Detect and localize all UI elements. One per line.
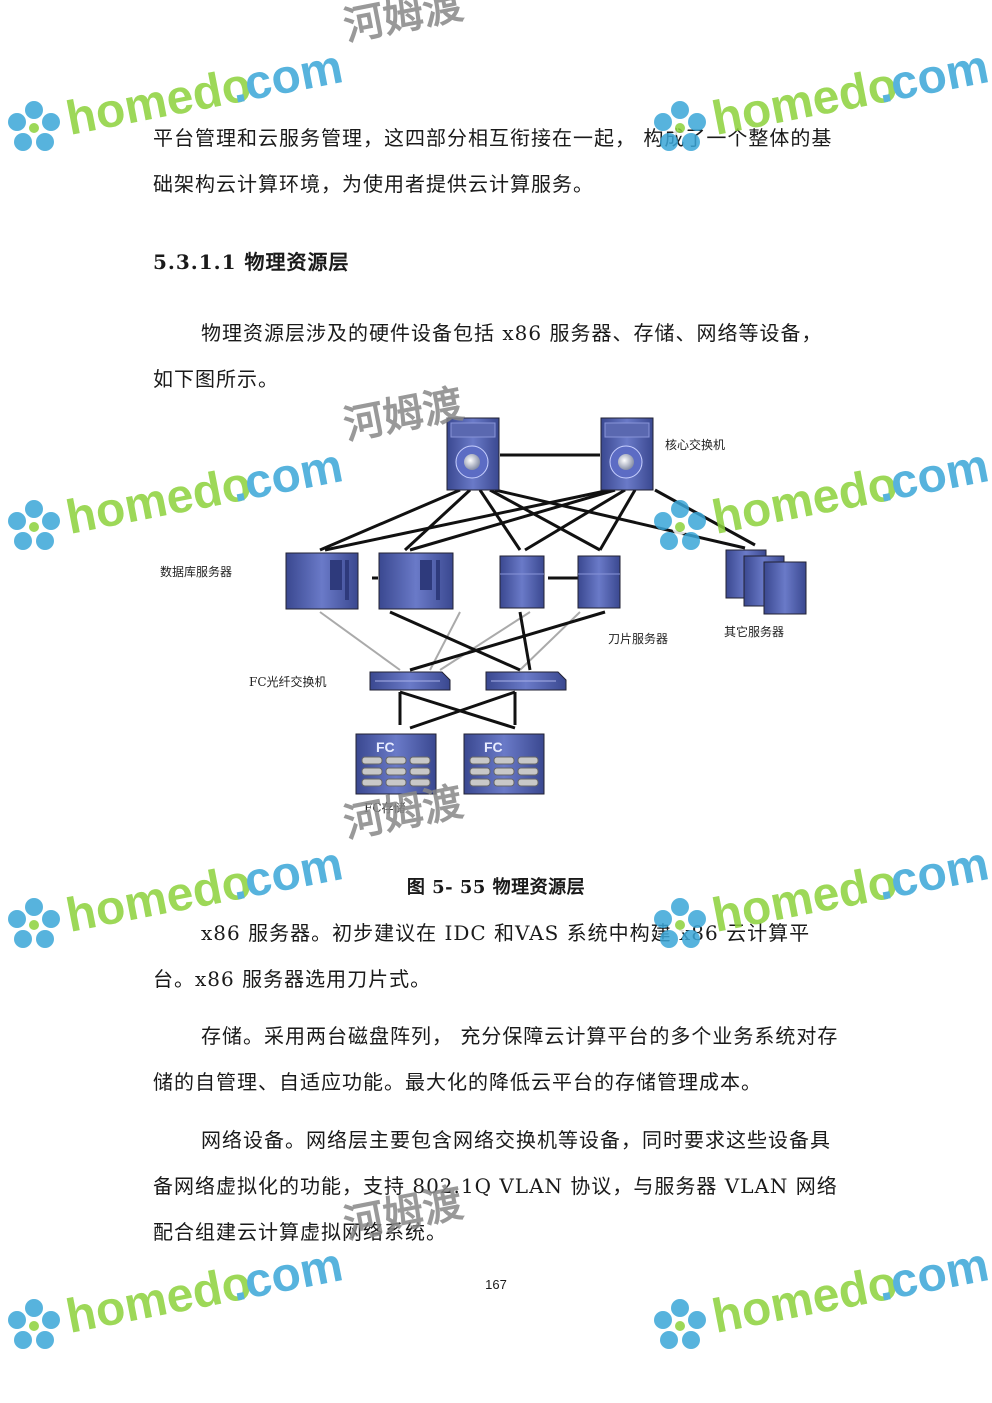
label-db-server: 数据库服务器 xyxy=(160,564,232,579)
watermark-domain: .com xyxy=(873,1238,992,1311)
section-heading: 5.3.1.1 物理资源层 xyxy=(153,250,350,274)
fc-links xyxy=(319,610,606,730)
paragraph-physical-layer: 物理资源层涉及的硬件设备包括 x86 服务器、存储、网络等设备，如下图所示。 xyxy=(153,321,823,391)
fc-storage-right: FC xyxy=(463,733,545,795)
paragraph-cloud-env: 平台管理和云服务管理，这四部分相互衔接在一起， 构成了一个整体的基础架构云计算环… xyxy=(153,126,833,196)
fc-switch-right xyxy=(485,671,567,691)
homedo-flower-icon xyxy=(8,1299,60,1349)
other-servers xyxy=(725,549,807,615)
label-other-server: 其它服务器 xyxy=(724,624,784,639)
paragraph-x86-server: x86 服务器。初步建议在 IDC 和VAS 系统中构建 x86 云计算平台。x… xyxy=(153,921,811,991)
watermark-brand: homedo xyxy=(62,1256,255,1344)
label-core-switch: 核心交换机 xyxy=(665,437,725,452)
fc-badge-left: FC xyxy=(376,739,395,755)
core-links xyxy=(319,453,756,580)
core-switch-left xyxy=(446,417,500,491)
homedo-flower-icon xyxy=(8,898,60,948)
fc-storage-left: FC xyxy=(355,733,437,795)
label-fc-switch: FC光纤交换机 xyxy=(249,674,327,689)
label-blade-server: 刀片服务器 xyxy=(608,631,668,646)
core-switch-right xyxy=(600,417,654,491)
db-server-2 xyxy=(378,552,454,610)
fc-switch-left xyxy=(369,671,451,691)
figure-caption: 图 5- 55 物理资源层 xyxy=(406,877,586,898)
paragraph-network: 网络设备。网络层主要包含网络交换机等设备，同时要求这些设备具备网络虚拟化的功能，… xyxy=(153,1128,838,1244)
db-server-1 xyxy=(285,552,359,610)
blade-server-1 xyxy=(499,555,545,609)
watermark-brand: homedo xyxy=(708,1256,901,1344)
label-fc-storage: FC存储 xyxy=(364,800,406,815)
physical-resource-diagram: 核心交换机 数据库服务器 刀片服务器 其它服务器 FC光纤交换机 xyxy=(160,417,807,815)
homedo-flower-icon xyxy=(654,1299,706,1349)
paragraph-storage: 存储。采用两台磁盘阵列， 充分保障云计算平台的多个业务系统对存储的自管理、自适应… xyxy=(153,1024,839,1094)
fc-badge-right: FC xyxy=(484,739,503,755)
page-number: 167 xyxy=(485,1277,507,1292)
blade-server-2 xyxy=(577,555,621,609)
